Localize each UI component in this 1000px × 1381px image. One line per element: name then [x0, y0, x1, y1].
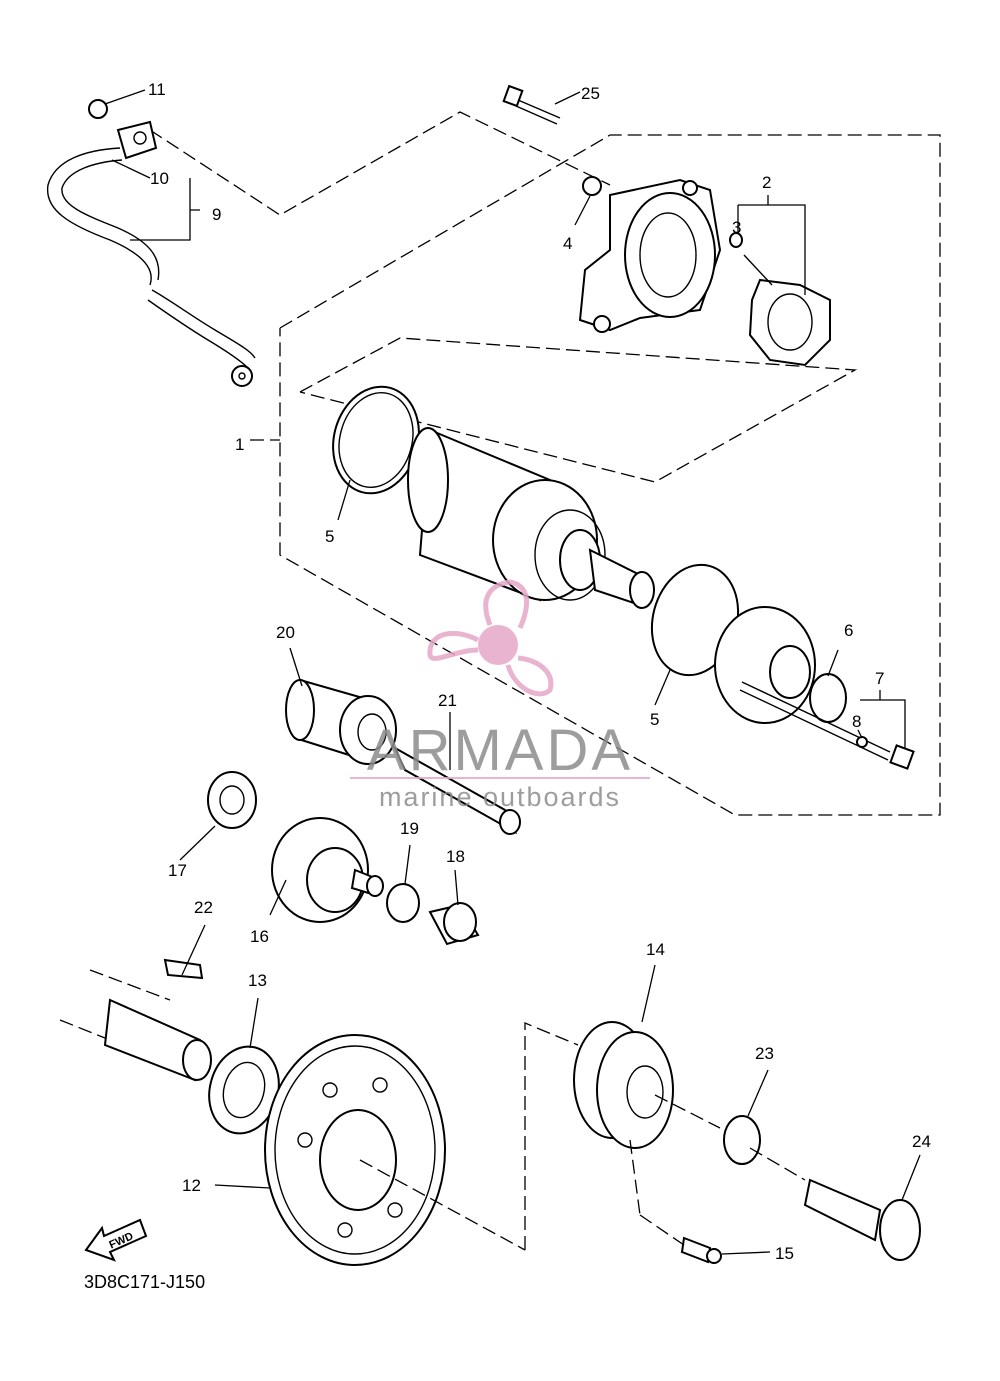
crankshaft [59, 958, 212, 1082]
watermark-brand: ARMADA [367, 718, 633, 783]
starter-motor-yoke [332, 385, 655, 609]
shaft-21 [392, 745, 521, 835]
callout-7: 7 [875, 669, 884, 688]
callout-24: 24 [912, 1132, 931, 1151]
watermark: ARMADA marine outboards [350, 579, 650, 812]
callout-17: 17 [168, 861, 187, 880]
callout-15: 15 [775, 1244, 794, 1263]
front-cover [714, 606, 915, 770]
callout-5a: 5 [325, 527, 334, 546]
nut-4 [582, 176, 602, 196]
propeller-hub [478, 625, 518, 665]
bolt-25 [502, 84, 561, 125]
washer-23 [723, 1115, 761, 1165]
rear-cover [578, 178, 722, 333]
callout-3: 3 [732, 218, 741, 237]
needle-bearing-18 [428, 902, 480, 946]
starter-clutch-16 [271, 817, 384, 923]
washer-19 [386, 883, 420, 923]
bearing-17 [207, 771, 257, 829]
callout-12: 12 [182, 1176, 201, 1195]
watermark-tagline: marine outboards [379, 782, 621, 812]
leader-lines [104, 89, 921, 1255]
callout-21: 21 [438, 691, 457, 710]
brush-holder [729, 232, 831, 367]
callout-20: 20 [276, 623, 295, 642]
callout-2: 2 [762, 173, 771, 192]
callout-1: 1 [235, 435, 244, 454]
starter-wheel-gear-12 [264, 1034, 526, 1266]
callout-14: 14 [646, 940, 665, 959]
callout-13: 13 [248, 971, 267, 990]
callout-25: 25 [581, 84, 600, 103]
callout-6: 6 [844, 621, 853, 640]
diagram-code: 3D8C171-J150 [84, 1272, 205, 1292]
callout-8: 8 [852, 712, 861, 731]
callout-11: 11 [148, 80, 166, 99]
propeller-icon [427, 579, 554, 697]
clutch-outer-14 [573, 1021, 674, 1149]
bolt-24 [803, 1178, 921, 1261]
callout-labels: 1 2 3 4 5 5 6 7 8 9 10 11 12 13 14 15 16… [148, 80, 931, 1263]
callout-10: 10 [150, 169, 169, 188]
fwd-arrow: FWD [84, 1218, 148, 1262]
starter-cable [46, 99, 256, 387]
callout-9: 9 [212, 205, 221, 224]
idler-gear-20 [285, 678, 397, 765]
callout-16: 16 [250, 927, 269, 946]
callout-22: 22 [194, 898, 213, 917]
callout-18: 18 [446, 847, 465, 866]
callout-23: 23 [755, 1044, 774, 1063]
assembly-boundary [149, 111, 941, 816]
callout-5b: 5 [650, 710, 659, 729]
bolt-15 [680, 1236, 722, 1264]
callout-4: 4 [563, 234, 572, 253]
callout-19: 19 [400, 819, 419, 838]
